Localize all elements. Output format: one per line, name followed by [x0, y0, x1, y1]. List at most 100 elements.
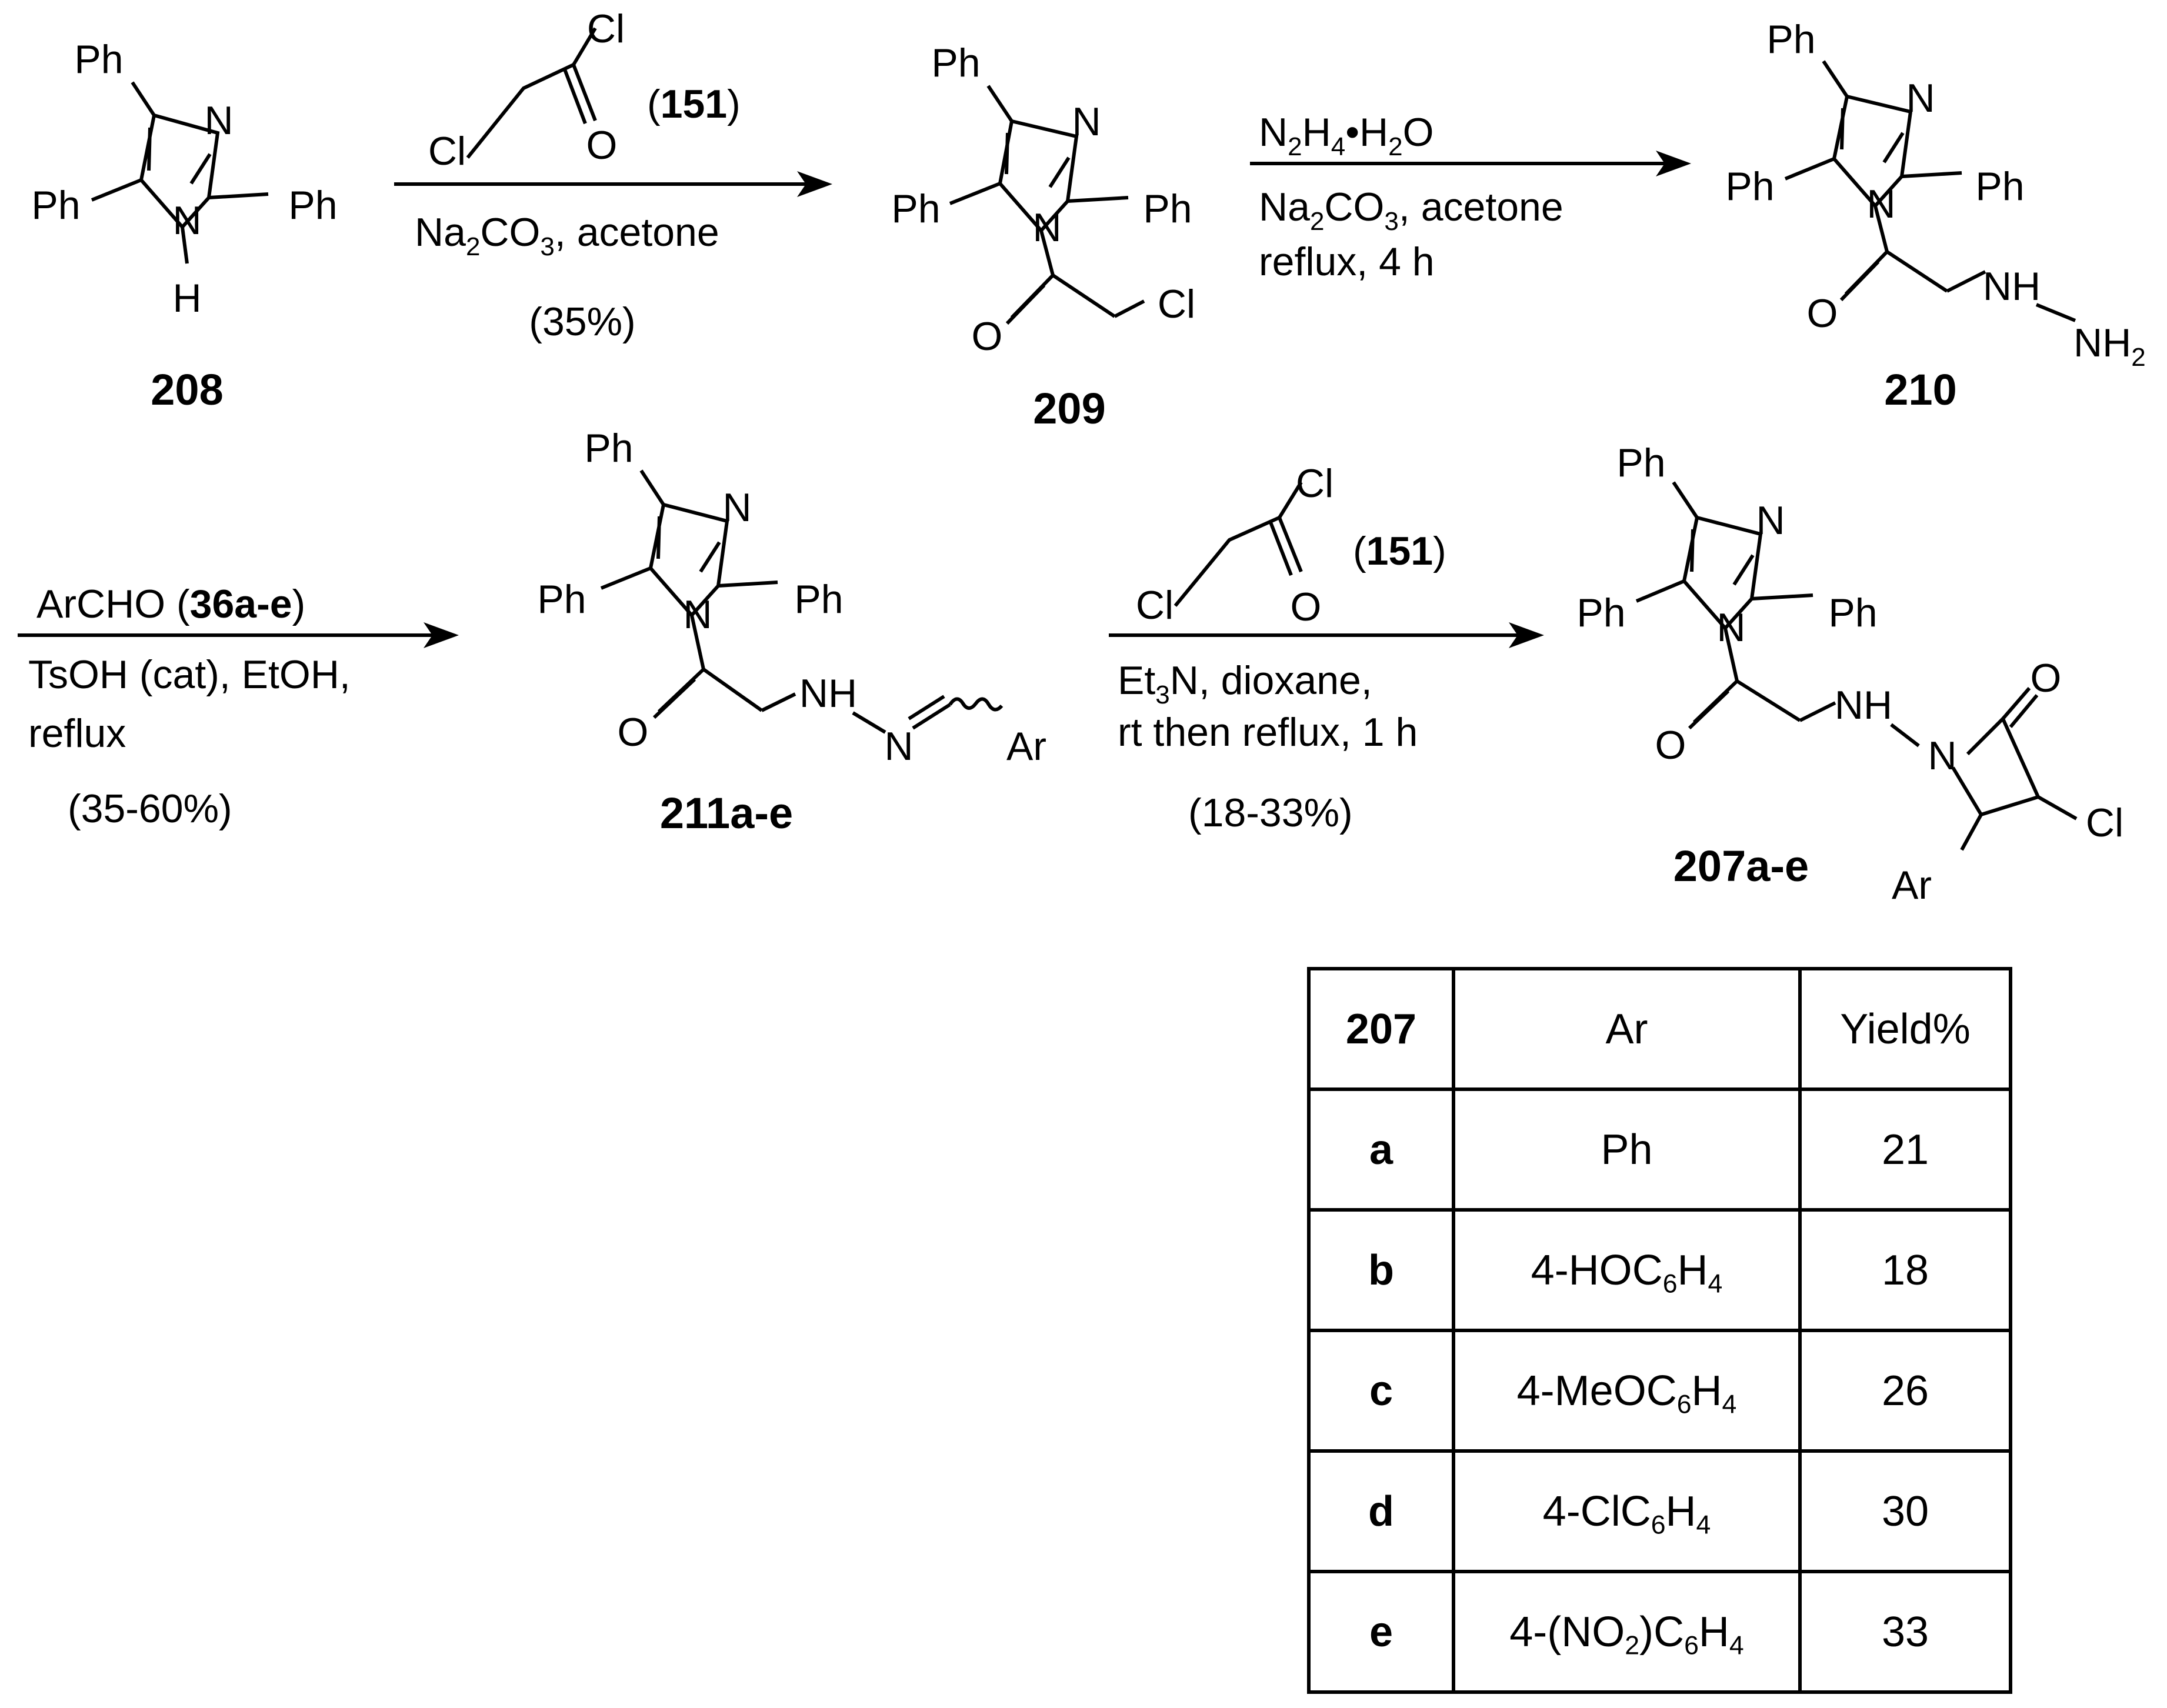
phenyl-label: Ph — [1975, 164, 2024, 209]
chlorine-label: Cl — [1136, 583, 1173, 628]
oxygen-label: O — [2031, 656, 2062, 700]
table-row: c 4-MeOC6H4 26 — [1307, 1329, 2012, 1453]
table-header-row: 207 Ar Yield% — [1307, 967, 2012, 1091]
table-cell-ar: 4-HOC6H4 — [1452, 1208, 1802, 1332]
nitrogen-label: N — [722, 485, 751, 530]
table-cell-id: d — [1307, 1449, 1455, 1573]
phenyl-label: Ph — [1576, 591, 1625, 635]
table-cell-id: b — [1307, 1208, 1455, 1332]
oxygen-label: O — [1291, 585, 1322, 629]
phenyl-label: Ph — [891, 186, 940, 231]
step-2-time: reflux, 4 h — [1259, 239, 1435, 284]
step-2-base-solvent: Na2CO3, acetone — [1259, 185, 1563, 236]
phenyl-label: Ph — [794, 577, 843, 622]
step-3-condition: reflux — [28, 711, 126, 756]
table-row: b 4-HOC6H4 18 — [1307, 1208, 2012, 1332]
compound-label-210: 210 — [1884, 365, 1956, 414]
table-cell-yield: 21 — [1798, 1087, 2012, 1212]
table-cell-ar: 4-(NO2)C6H4 — [1452, 1570, 1802, 1694]
phenyl-label: Ph — [288, 183, 337, 228]
phenyl-label: Ph — [74, 37, 123, 82]
phenyl-label: Ph — [1725, 164, 1774, 209]
table-cell-ar: Ph — [1452, 1087, 1802, 1212]
aryl-label: Ar — [1006, 724, 1046, 769]
aryl-label: Ar — [1892, 863, 1932, 908]
phenyl-label: Ph — [584, 426, 633, 471]
nitrogen-label: N — [1032, 205, 1061, 250]
phenyl-label: Ph — [931, 41, 980, 85]
phenyl-label: Ph — [537, 577, 586, 622]
nh-label: NH — [1983, 264, 2041, 309]
step-2-reagent: N2H4•H2O — [1259, 110, 1434, 161]
table-cell-yield: 26 — [1798, 1329, 2012, 1453]
nitrogen-label: N — [1756, 498, 1785, 543]
table-cell-yield: 33 — [1798, 1570, 2012, 1694]
table-cell-id: e — [1307, 1570, 1455, 1694]
oxygen-label: O — [972, 314, 1003, 359]
chlorine-label: Cl — [1296, 461, 1333, 506]
step-4-base-solvent: Et3N, dioxane, — [1118, 658, 1372, 709]
compound-210: Ph N Ph Ph N O NH NH2 210 — [1725, 17, 2145, 414]
chlorine-label: Cl — [428, 129, 466, 174]
nh-label: NH — [799, 671, 857, 716]
chlorine-label: Cl — [587, 6, 625, 51]
nh2-label: NH2 — [2073, 321, 2146, 372]
chlorine-label: Cl — [1158, 282, 1195, 326]
nitrogen-label: N — [1072, 99, 1101, 144]
oxygen-label: O — [586, 123, 618, 168]
nitrogen-label: N — [1716, 605, 1745, 650]
phenyl-label: Ph — [31, 183, 80, 228]
phenyl-label: Ph — [1616, 441, 1665, 485]
step-3-reagent: ArCHO (36a-e) — [36, 582, 305, 626]
step-1-yield: (35%) — [529, 299, 635, 344]
nitrogen-label: N — [204, 98, 233, 143]
table-cell-ar: 4-ClC6H4 — [1452, 1449, 1802, 1573]
yield-table: 207 Ar Yield% a Ph 21 b 4-HOC6H4 18 c 4-… — [1307, 967, 2012, 1694]
table-cell-ar: 4-MeOC6H4 — [1452, 1329, 1802, 1453]
compound-label-207a-e: 207a-e — [1673, 842, 1809, 890]
nitrogen-label: N — [172, 198, 201, 243]
step-2-conditions: N2H4•H2O Na2CO3, acetone reflux, 4 h — [1250, 110, 1691, 284]
nitrogen-label: N — [683, 592, 712, 637]
oxygen-label: O — [1655, 723, 1686, 768]
oxygen-label: O — [1807, 291, 1838, 336]
table-header: Ar — [1452, 967, 1802, 1091]
oxygen-label: O — [618, 710, 649, 755]
phenyl-label: Ph — [1766, 17, 1815, 62]
phenyl-label: Ph — [1828, 591, 1877, 635]
compound-211: Ph N Ph Ph N O NH N Ar 211a-e — [537, 426, 1046, 838]
reagent-ref-151: (151) — [1353, 529, 1446, 573]
step-4-condition: rt then reflux, 1 h — [1118, 710, 1418, 755]
nitrogen-label: N — [1906, 76, 1935, 121]
table-header: Yield% — [1798, 967, 2012, 1091]
compound-label-208: 208 — [151, 365, 223, 414]
step-3-yield: (35-60%) — [68, 786, 232, 831]
compound-207: Ph N Ph Ph N O NH N O Cl Ar 207a-e — [1576, 441, 2123, 908]
table-cell-yield: 18 — [1798, 1208, 2012, 1332]
table-row: d 4-ClC6H4 30 — [1307, 1449, 2012, 1573]
step-1-conditions: Cl Cl O (151) Na2CO3, acetone (35%) — [394, 6, 832, 344]
table-row: e 4-(NO2)C6H4 33 — [1307, 1570, 2012, 1694]
step-4-conditions: Cl Cl O (151) Et3N, dioxane, rt then ref… — [1109, 461, 1544, 835]
compound-208: Ph N Ph Ph N H 208 — [31, 37, 337, 414]
hydrogen-label: H — [172, 276, 201, 321]
phenyl-label: Ph — [1143, 186, 1192, 231]
step-1-base-solvent: Na2CO3, acetone — [415, 210, 719, 261]
compound-label-209: 209 — [1033, 384, 1105, 433]
reagent-ref-151: (151) — [647, 82, 741, 126]
nitrogen-label: N — [1866, 182, 1895, 226]
table-cell-id: c — [1307, 1329, 1455, 1453]
lactam-nitrogen-label: N — [1928, 733, 1956, 778]
step-3-catalyst-solvent: TsOH (cat), EtOH, — [28, 652, 351, 697]
table-cell-yield: 30 — [1798, 1449, 2012, 1573]
chlorine-label: Cl — [2086, 800, 2123, 845]
step-4-yield: (18-33%) — [1188, 790, 1353, 835]
step-3-conditions: ArCHO (36a-e) TsOH (cat), EtOH, reflux (… — [18, 582, 459, 831]
table-row: a Ph 21 — [1307, 1087, 2012, 1212]
compound-209: Ph N Ph Ph N O Cl 209 — [891, 41, 1195, 433]
nitrogen-label: N — [884, 724, 913, 769]
table-header: 207 — [1307, 967, 1455, 1091]
compound-label-211a-e: 211a-e — [660, 789, 793, 838]
nh-label: NH — [1835, 683, 1892, 728]
